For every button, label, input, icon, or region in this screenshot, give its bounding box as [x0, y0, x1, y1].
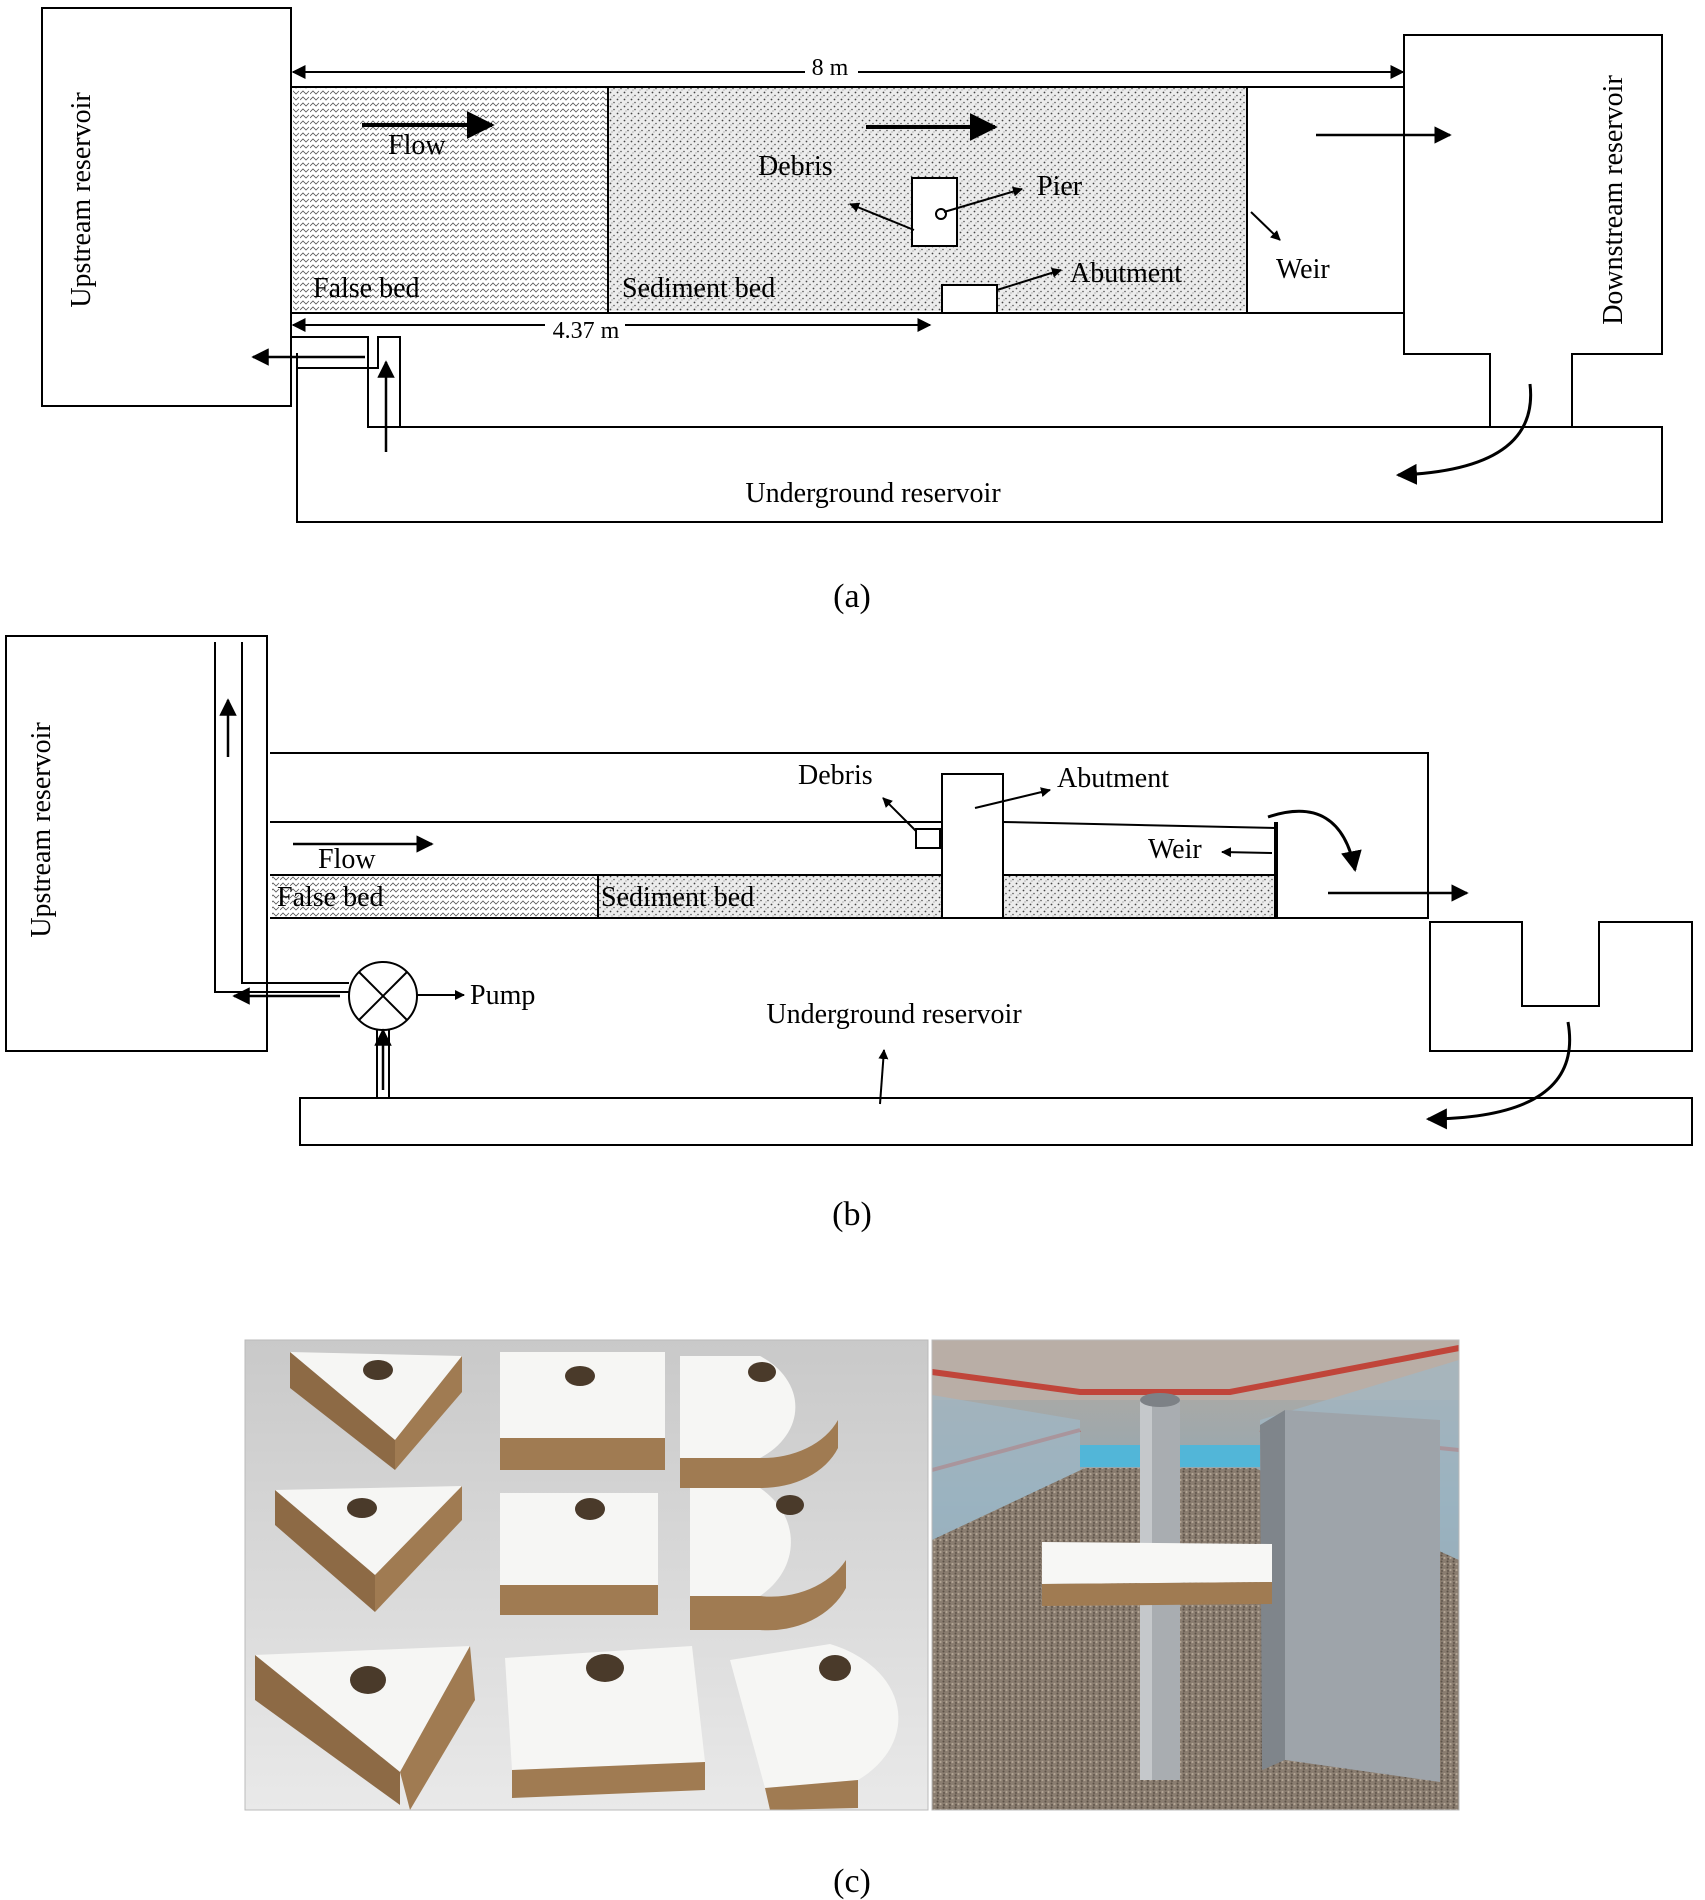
label-8m: 8 m — [812, 55, 849, 81]
label-sediment-bed-a: Sediment bed — [622, 273, 775, 304]
panel-a-labels: 8 m 4.37 m Flow Debris Pier Abutment Wei… — [66, 55, 1629, 615]
debris-pointer — [849, 202, 915, 231]
label-upstream-b: Upstream reservoir — [26, 722, 57, 938]
false-bed-region-b — [272, 876, 598, 917]
caption-a: (a) — [833, 578, 871, 615]
pier-pointer — [943, 186, 1023, 213]
label-pump-b: Pump — [470, 980, 535, 1011]
downstream-box-b — [1429, 921, 1693, 1052]
semicircular-debris-model — [680, 1356, 838, 1489]
pier-circle — [935, 208, 947, 220]
debris-pointer-b — [882, 797, 917, 832]
label-false-bed-a: False bed — [313, 273, 420, 304]
abutment-box — [941, 284, 998, 314]
abutment-box-b — [941, 773, 1004, 919]
label-downstream-a: Downstream reservoir — [1598, 75, 1629, 325]
underground-pointer-b — [878, 1049, 889, 1105]
weir-pointer — [1250, 211, 1281, 241]
triangular-debris-model — [275, 1486, 462, 1612]
label-weir-a: Weir — [1276, 254, 1330, 285]
underground-reservoir-box-b — [299, 1097, 1693, 1146]
label-weir-b: Weir — [1148, 834, 1202, 865]
label-abutment-b: Abutment — [1057, 763, 1169, 794]
label-underground-b: Underground reservoir — [766, 999, 1022, 1030]
label-debris-a: Debris — [758, 151, 833, 182]
abutment-pointer-b — [974, 787, 1051, 809]
sediment-bed-region-b — [598, 876, 1276, 917]
label-pier-a: Pier — [1037, 171, 1083, 202]
caption-c: (c) — [833, 1863, 871, 1900]
label-flow-b: Flow — [318, 844, 376, 875]
semicircular-debris-model — [730, 1644, 899, 1810]
label-flow-a: Flow — [388, 130, 446, 161]
rectangular-debris-model — [500, 1352, 665, 1470]
drain-curve-arrow — [1395, 383, 1533, 485]
weir-overflow-arrow — [1267, 809, 1362, 873]
panel-b-side-view — [5, 635, 1693, 1146]
label-abutment-a: Abutment — [1070, 258, 1182, 289]
label-sediment-bed-b: Sediment bed — [601, 882, 754, 913]
flume-side — [270, 752, 1429, 919]
panel-a-plan-view — [41, 7, 1663, 523]
label-437m: 4.37 m — [553, 318, 620, 344]
weir-pointer-b — [1221, 847, 1273, 858]
drain-curve-arrow-b — [1425, 1021, 1572, 1130]
upstream-reservoir-box-b — [5, 635, 268, 1052]
pier-debris-box — [911, 177, 958, 247]
underground-reservoir-box — [296, 336, 1663, 523]
abutment-pointer — [996, 267, 1062, 291]
triangular-debris-model — [255, 1646, 475, 1810]
label-upstream-a: Upstream reservoir — [66, 92, 97, 308]
debris-box-b — [915, 828, 941, 849]
caption-b: (b) — [832, 1196, 872, 1233]
photo-flume-pier-debris — [931, 1339, 1460, 1811]
label-underground-a: Underground reservoir — [745, 478, 1001, 509]
panel-b-labels: Upstream reservoir Debris Abutment Flow … — [26, 722, 1202, 1233]
rectangular-debris-model — [505, 1646, 705, 1798]
photo-debris-shapes — [244, 1339, 929, 1811]
rectangular-debris-model — [500, 1493, 658, 1615]
semicircular-debris-model — [690, 1488, 846, 1631]
triangular-debris-model — [290, 1352, 462, 1470]
label-debris-b: Debris — [798, 760, 873, 791]
label-false-bed-b: False bed — [277, 882, 384, 913]
